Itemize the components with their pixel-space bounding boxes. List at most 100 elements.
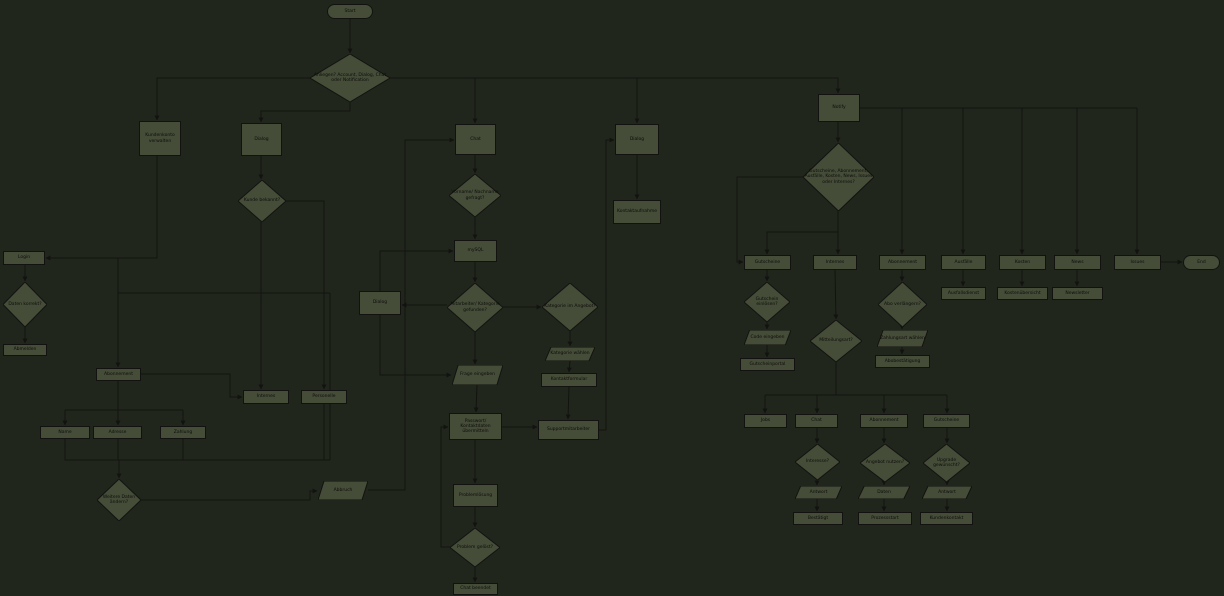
node-name-gefragt-decision[interactable]: Vorname/ Nachname gefragt?: [449, 174, 501, 217]
node-gutscheine-2[interactable]: Gutscheine: [923, 414, 970, 428]
node-label: Dialog: [372, 300, 388, 306]
node-abbruch[interactable]: Abbruch: [318, 481, 368, 500]
node-adresse[interactable]: Adresse: [93, 426, 142, 439]
node-label: Abonnement: [869, 418, 899, 424]
node-abonnement-1[interactable]: Abonnement: [96, 368, 141, 381]
node-name[interactable]: Name: [40, 426, 90, 439]
node-kontaktaufnahme[interactable]: Kontaktaufnahme: [613, 200, 661, 224]
node-login[interactable]: Login: [3, 251, 45, 265]
node-dialog-2[interactable]: Dialog: [359, 291, 401, 315]
node-label: Zahlung: [173, 429, 193, 435]
node-ausfaelle[interactable]: Ausfälle: [941, 255, 986, 270]
node-label: Abmelden: [13, 347, 37, 353]
node-label: Chat: [811, 418, 822, 424]
node-gutscheinportal[interactable]: Gutscheinportal: [740, 358, 795, 371]
node-label: Gutscheine, Abonnement, Ausfälle, Kosten…: [804, 169, 873, 185]
io-shape: [795, 486, 842, 499]
node-mitarbeiter-decision[interactable]: Mitarbeiter/ Kategorie gefunden?: [447, 283, 503, 332]
node-label: Login: [17, 255, 31, 261]
node-notify[interactable]: Notify: [818, 94, 860, 122]
node-angebot-decision[interactable]: Angebot nutzen?: [860, 444, 910, 482]
node-kunde-bekannt-decision[interactable]: Kunde bekannt?: [238, 180, 286, 222]
node-upgrade-decision[interactable]: Upgrade gewünscht?: [923, 444, 970, 482]
node-news[interactable]: News: [1054, 255, 1101, 270]
node-prozessstart[interactable]: Prozessstart: [858, 512, 912, 525]
node-label: Ausfallsdienst: [947, 290, 980, 296]
node-label: Supportmitarbeiter: [546, 427, 591, 433]
node-problemloesung[interactable]: Problemlösung: [453, 484, 498, 507]
decision-shape: [310, 54, 390, 102]
node-label: Gutschein einlösen?: [755, 296, 779, 307]
node-jobs[interactable]: Jobs: [744, 414, 787, 428]
node-abobestaetigung[interactable]: Abobestätigung: [875, 355, 930, 368]
node-abonnement-2[interactable]: Abonnement: [879, 255, 926, 270]
node-abonnement-3[interactable]: Abonnement: [860, 414, 908, 428]
node-internes-1[interactable]: Internes: [243, 390, 289, 404]
node-code-eingeben[interactable]: Code eingeben: [744, 330, 791, 345]
node-problem-geloest-decision[interactable]: Problem gelöst?: [450, 528, 500, 567]
flow-connector: [64, 439, 330, 461]
flow-connector: [566, 360, 572, 373]
node-supportmitarbeiter[interactable]: Supportmitarbeiter: [538, 420, 599, 440]
node-mysql[interactable]: mySQL: [454, 240, 497, 262]
node-label: Gutscheine: [933, 418, 960, 424]
node-interesse-decision[interactable]: Interesse?: [795, 444, 840, 480]
flow-connector: [141, 373, 243, 400]
node-kategorie-decision[interactable]: Kategorie im Angebot?: [542, 283, 598, 331]
node-kontaktdaten[interactable]: Passwort/ Kontaktdaten übermitteln: [449, 413, 502, 440]
node-kundenkontakt[interactable]: Kundenkontakt: [920, 512, 973, 525]
node-label: Start: [344, 8, 356, 14]
node-kontaktformular[interactable]: Kontaktformular: [541, 373, 597, 387]
node-label: Daten korrekt?: [8, 301, 42, 307]
node-zahlung[interactable]: Zahlung: [160, 426, 206, 439]
node-chat-2[interactable]: Chat: [795, 414, 838, 428]
node-kundenkonto[interactable]: Kundenkonto verwalten: [139, 121, 181, 156]
node-notification-decision[interactable]: Gutscheine, Abonnement, Ausfälle, Kosten…: [803, 143, 874, 211]
node-chat[interactable]: Chat: [455, 124, 496, 155]
node-dialog-3[interactable]: Dialog: [615, 124, 659, 155]
io-shape: [877, 330, 928, 347]
node-label: Adresse: [108, 429, 127, 435]
node-end[interactable]: End: [1183, 255, 1220, 270]
node-label: Prozessstart: [871, 515, 899, 521]
decision-shape: [542, 283, 598, 331]
node-dialog-1[interactable]: Dialog: [241, 123, 282, 156]
node-daten-korrekt-decision[interactable]: Daten korrekt?: [3, 282, 47, 327]
node-issues[interactable]: Issues: [1114, 255, 1161, 270]
node-label: Kundenkonto verwalten: [145, 133, 175, 144]
node-bestaetigt[interactable]: Bestätigt: [793, 512, 843, 525]
flow-connector: [440, 424, 450, 548]
node-gutscheine[interactable]: Gutscheine: [744, 255, 791, 270]
node-ausfallsdienst[interactable]: Ausfallsdienst: [941, 287, 986, 300]
node-label: Dialog: [629, 136, 645, 142]
node-label: Dialog: [254, 136, 269, 142]
node-frage-eingeben[interactable]: Frage eingeben: [452, 365, 503, 385]
node-daten-2[interactable]: Daten: [858, 486, 910, 499]
node-gutschein-decision[interactable]: Gutschein einlösen?: [744, 282, 790, 322]
node-anliegen-decision[interactable]: Anliegen? Account, Dialog, Chat oder Not…: [310, 54, 390, 102]
node-label: Internes: [825, 259, 845, 265]
node-label: News: [1071, 259, 1084, 265]
node-kategorie-waehlen[interactable]: Kategorie wählen: [545, 347, 595, 361]
node-kosten[interactable]: Kosten: [999, 255, 1046, 270]
node-antwort-2[interactable]: Antwort: [922, 486, 972, 499]
flow-connector: [141, 488, 318, 501]
node-label: Abonnement: [104, 371, 133, 377]
flow-connector: [379, 248, 454, 291]
node-label: End: [1197, 259, 1206, 265]
node-daten-aendern-decision[interactable]: Weitere Daten ändern?: [97, 479, 141, 521]
node-zahlungsart[interactable]: Zahlungsart wählen: [877, 330, 928, 347]
node-antwort-1[interactable]: Antwort: [795, 486, 842, 499]
node-mitteilungsart-decision[interactable]: Mitteilungsart?: [810, 320, 862, 362]
node-abo-decision[interactable]: Abo verlängern?: [878, 282, 927, 327]
node-start[interactable]: Start: [327, 4, 373, 19]
node-chat-beendet[interactable]: Chat beendet: [453, 583, 498, 595]
node-label: Weitere Daten ändern?: [102, 494, 136, 505]
node-personelle[interactable]: Personelle: [301, 390, 347, 404]
node-internes-2[interactable]: Internes: [813, 255, 857, 270]
node-abmelden[interactable]: Abmelden: [3, 344, 47, 356]
node-newsletter[interactable]: Newsletter: [1052, 287, 1103, 300]
node-label: Personelle: [312, 394, 336, 400]
node-label: Kunde bekannt?: [243, 198, 281, 204]
node-kostenuebersicht[interactable]: Kostenübersicht: [997, 287, 1048, 300]
